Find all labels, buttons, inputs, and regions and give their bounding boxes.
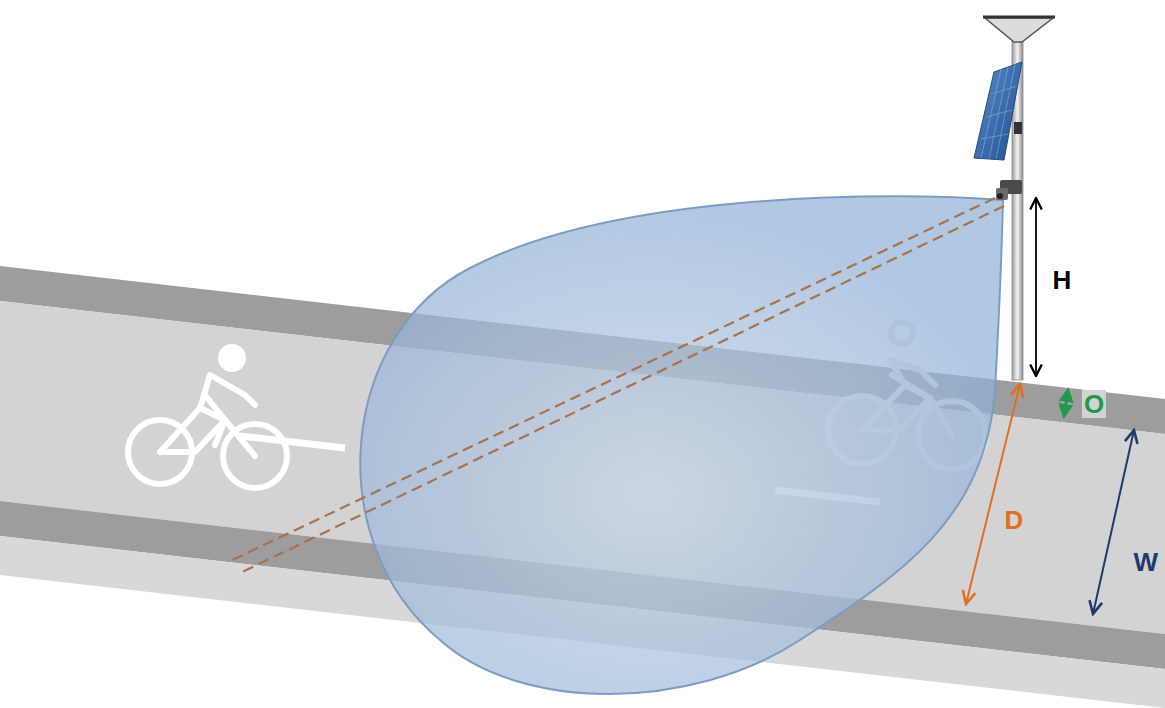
detection-zone	[360, 196, 1003, 694]
dimension-label: W	[1131, 548, 1160, 576]
cyclist-icon	[128, 347, 287, 488]
dimension-label: H	[1051, 266, 1074, 294]
dimension-arrows	[966, 198, 1134, 614]
dimension-label: D	[1003, 506, 1026, 534]
dimension-label: O	[1082, 390, 1106, 418]
sight-lines	[228, 198, 1004, 574]
pole	[974, 17, 1055, 380]
